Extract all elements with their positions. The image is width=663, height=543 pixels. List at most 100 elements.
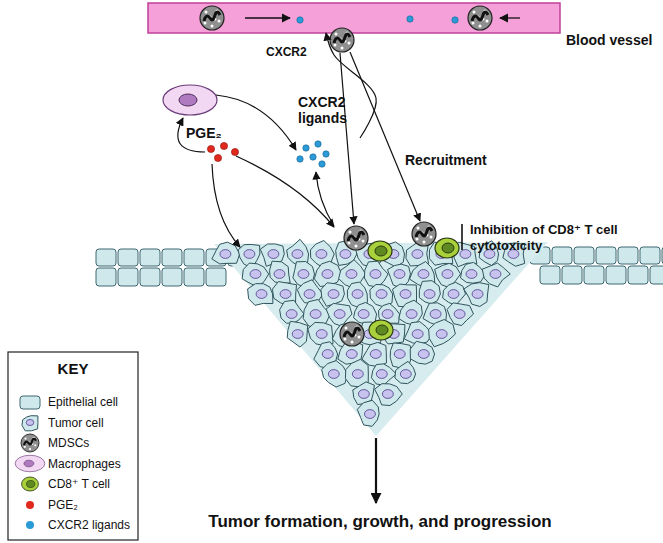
epithelial-cell xyxy=(140,249,160,266)
mdsc-body xyxy=(200,6,224,30)
epithelial-cell xyxy=(96,249,116,266)
cell-nucleus xyxy=(430,310,441,319)
cell-nucleus xyxy=(292,250,303,259)
cell-nucleus xyxy=(268,250,279,259)
arrows xyxy=(178,52,420,247)
cell-nucleus xyxy=(460,250,471,259)
macrophage-body xyxy=(163,85,217,115)
t-cell-body xyxy=(435,238,459,258)
granule xyxy=(341,47,344,50)
epithelial-cell xyxy=(118,268,138,286)
cell-nucleus xyxy=(436,330,447,339)
cell-nucleus xyxy=(286,310,297,319)
tumor-cell xyxy=(461,262,486,283)
cell-nucleus xyxy=(352,290,363,299)
mdsc xyxy=(21,434,39,452)
cell-nucleus xyxy=(424,290,435,299)
tumor-cell xyxy=(429,320,456,347)
granule xyxy=(472,22,475,25)
legend-entry: Tumor cell xyxy=(48,415,104,431)
epithelial-cell xyxy=(618,247,638,264)
granule xyxy=(335,33,338,36)
t-cell-body xyxy=(22,477,39,491)
epithelial-cell xyxy=(628,266,648,284)
tumor-cell xyxy=(464,283,489,307)
cell-nucleus xyxy=(256,290,267,299)
mediator-cluster: PGE₂ xyxy=(186,125,242,171)
ligand-dot xyxy=(297,156,303,162)
mdsc xyxy=(344,226,368,250)
granule xyxy=(486,20,489,23)
tumor-cell xyxy=(364,261,388,287)
epithelial-cell xyxy=(140,268,160,286)
legend-entry: Macrophages xyxy=(48,456,121,472)
legend-entry: CD8⁺ T cell xyxy=(48,476,110,492)
mdsc-body xyxy=(344,226,368,250)
tumor-ground xyxy=(214,242,548,436)
epithelial-cell xyxy=(184,268,204,286)
cell-nucleus xyxy=(304,290,315,299)
cell-nucleus xyxy=(412,250,423,259)
epithelial-cell xyxy=(574,247,594,264)
cell-nucleus xyxy=(298,270,309,279)
granule xyxy=(430,236,433,239)
macrophage xyxy=(15,455,45,472)
epithelial-cell xyxy=(640,247,660,264)
key-frame xyxy=(8,352,138,540)
legend-entry: Epithelial cell xyxy=(48,394,118,410)
granule xyxy=(218,20,221,23)
pathway-arrow xyxy=(340,53,354,224)
cell-nucleus xyxy=(394,270,405,279)
ligand-dot xyxy=(310,154,316,160)
mdsc-body xyxy=(340,322,364,346)
cell-nucleus xyxy=(340,250,351,259)
cell-nucleus xyxy=(322,270,333,279)
cell-nucleus xyxy=(358,390,369,399)
cell-nucleus xyxy=(334,310,345,319)
cell-nucleus xyxy=(400,370,411,379)
mdsc-nucleus xyxy=(334,34,350,43)
cell-nucleus xyxy=(382,390,393,399)
tumor-cell xyxy=(354,302,377,324)
chemokine-dot xyxy=(407,16,413,22)
epithelium xyxy=(96,247,663,286)
t-cell-nucleus xyxy=(27,481,35,488)
mdsc-body xyxy=(468,6,492,30)
epithelial-cell xyxy=(162,249,182,266)
macrophage xyxy=(163,85,217,115)
pge2-dot xyxy=(220,142,227,149)
macrophage-nucleus xyxy=(179,94,197,106)
cell-nucleus xyxy=(376,370,387,379)
granule xyxy=(417,227,420,230)
cell-nucleus xyxy=(394,350,405,359)
cd8-t-cell xyxy=(22,477,39,491)
node-label: Blood vessel xyxy=(566,32,652,48)
legend-entry: MDSCs xyxy=(48,435,89,451)
mdsc xyxy=(200,6,224,30)
cell-nucleus xyxy=(370,270,381,279)
granule xyxy=(362,240,365,243)
ligand-dot xyxy=(323,151,329,157)
granule xyxy=(416,238,419,241)
cell-nucleus xyxy=(370,350,381,359)
epithelial-cell xyxy=(662,247,663,264)
cell-nucleus xyxy=(328,290,339,299)
epithelial-cell xyxy=(606,266,626,284)
cell-nucleus xyxy=(292,330,303,339)
tumor-cell xyxy=(212,242,240,264)
cell-nucleus xyxy=(382,310,393,319)
inhibition-bar xyxy=(461,224,463,250)
epithelial-cell xyxy=(552,247,572,264)
vessel-region: Blood vessel xyxy=(148,3,560,33)
tumor-cell xyxy=(410,341,434,364)
mdsc-nucleus xyxy=(472,12,488,21)
ligand-dot xyxy=(315,141,321,147)
epithelial-cell xyxy=(162,268,182,286)
cell-nucleus xyxy=(328,370,339,379)
epithelial-cell xyxy=(650,266,663,284)
t-cell-nucleus xyxy=(376,325,388,335)
blood-vessel xyxy=(148,3,560,33)
tumor-cell xyxy=(322,361,348,387)
granule xyxy=(348,42,351,45)
cell-nucleus xyxy=(352,370,363,379)
